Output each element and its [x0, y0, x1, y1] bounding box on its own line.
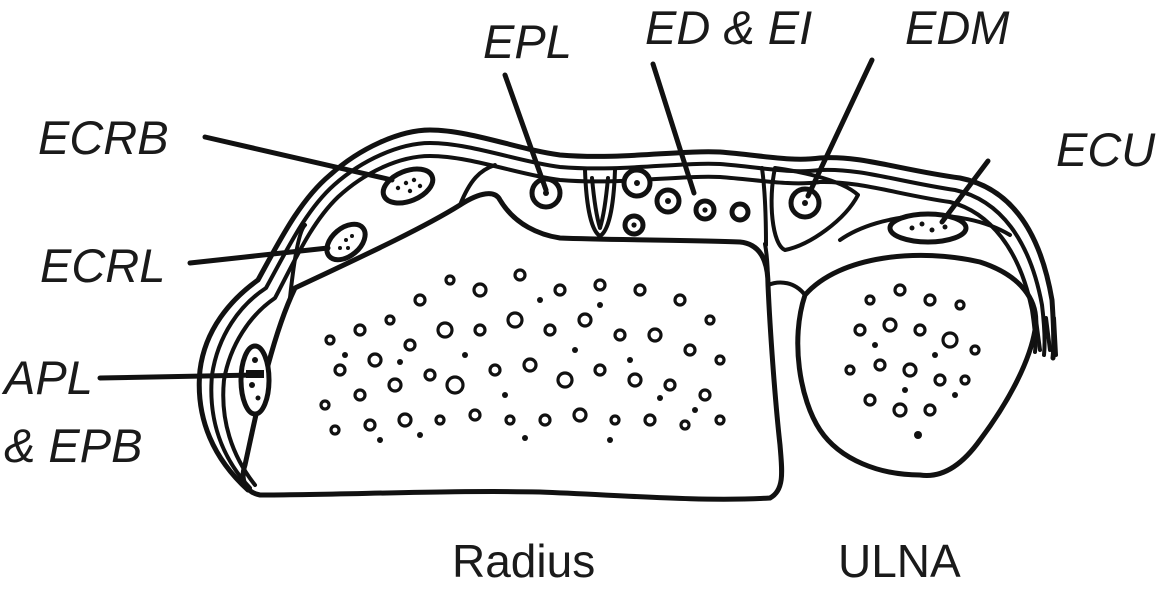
label-ecrl: ECRL [40, 239, 166, 292]
leader-ecrb [202, 134, 395, 183]
label-radius: Radius [452, 535, 596, 587]
label-epb: & EPB [4, 419, 143, 472]
label-ecrb: ECRB [38, 111, 169, 164]
tendons [238, 166, 969, 417]
label-apl: APL [4, 351, 93, 404]
label-ecu: ECU [1056, 123, 1156, 176]
leader-ecrl [187, 245, 331, 266]
label-epl: EPL [483, 15, 572, 68]
ulna-cancellous-pattern [844, 283, 981, 439]
leader-ecu [939, 158, 991, 225]
extensor-retinaculum [196, 127, 1057, 493]
tendon-ed-4 [729, 201, 751, 223]
leader-lines [97, 57, 991, 381]
leader-ed-ei [650, 61, 697, 196]
ulna-bone [795, 252, 1039, 479]
retinaculum-right-edge [1034, 316, 1058, 357]
label-ulna: ULNA [838, 535, 961, 587]
leader-epl [502, 72, 549, 193]
interosseous-membrane [763, 242, 807, 297]
tendon-ecu [887, 211, 969, 245]
label-ed-ei: ED & EI [645, 1, 813, 54]
label-edm: EDM [905, 1, 1010, 54]
leader-apl [97, 372, 258, 381]
leader-edm [805, 57, 875, 199]
tendon-ecrb [380, 166, 436, 206]
radius-bone [240, 191, 785, 502]
radius-cancellous-pattern [319, 268, 726, 443]
tendon-apl-epb [238, 343, 272, 417]
